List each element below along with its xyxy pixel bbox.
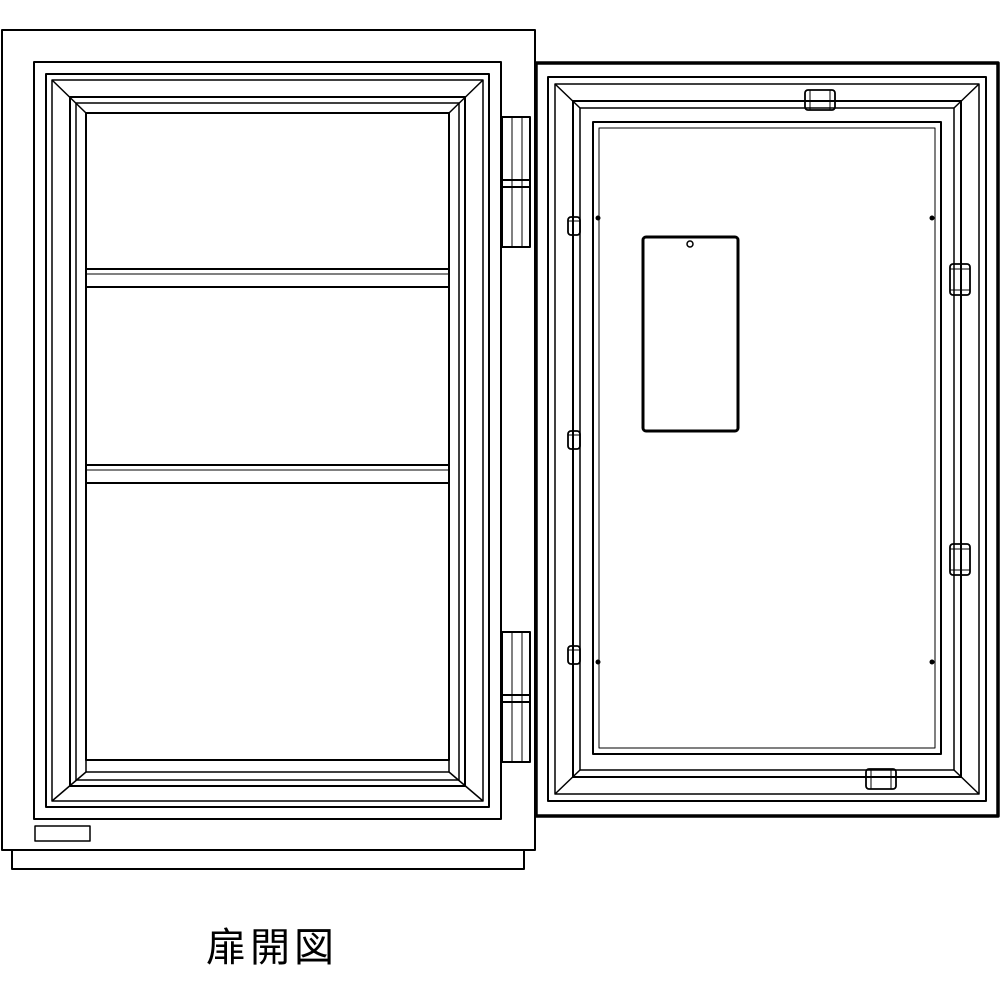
nameplate xyxy=(34,825,91,842)
shelf-upper xyxy=(85,268,450,288)
access-cover-plate xyxy=(641,235,740,433)
screw xyxy=(595,215,601,221)
door-frame-2 xyxy=(554,83,980,795)
door-outline xyxy=(534,61,1000,818)
screw xyxy=(929,215,935,221)
locking-bolt-right-lower xyxy=(949,543,971,576)
locking-bolt-right-upper xyxy=(949,263,971,296)
locking-bolt-top xyxy=(804,89,836,111)
cabinet-outline xyxy=(1,29,536,851)
safe-body xyxy=(1,29,536,870)
hinge-upper xyxy=(501,116,531,248)
opening-frame xyxy=(33,61,502,820)
door-frame-3 xyxy=(572,100,962,778)
screw xyxy=(929,659,935,665)
interior-bottom-lip xyxy=(85,759,450,773)
hinge-lower xyxy=(501,631,531,763)
cabinet-base xyxy=(11,849,525,870)
cover-screw xyxy=(686,240,694,248)
opening-frame-inner-2 xyxy=(51,79,484,802)
screw xyxy=(595,659,601,665)
door-frame-4 xyxy=(579,107,955,771)
locking-bolt-bottom xyxy=(865,768,897,790)
door-pin-left-top xyxy=(567,216,581,236)
liner-outer xyxy=(69,96,466,787)
inner-door-panel-edge xyxy=(598,127,936,749)
panel-screws xyxy=(595,215,935,665)
door-pin-left-middle xyxy=(567,430,581,450)
door-frame-1 xyxy=(547,76,987,802)
shelf-lower xyxy=(85,464,450,484)
safe-door xyxy=(534,61,1000,818)
interior-compartment xyxy=(85,112,450,761)
inner-door-panel xyxy=(592,121,942,755)
diagram-caption: 扉開図 xyxy=(206,925,338,971)
opening-frame-inner-1 xyxy=(45,73,490,808)
bevel-lines xyxy=(51,79,484,802)
door-pin-left-bottom xyxy=(567,645,581,665)
liner-inner xyxy=(75,102,460,781)
door-bevel-lines xyxy=(554,83,980,795)
